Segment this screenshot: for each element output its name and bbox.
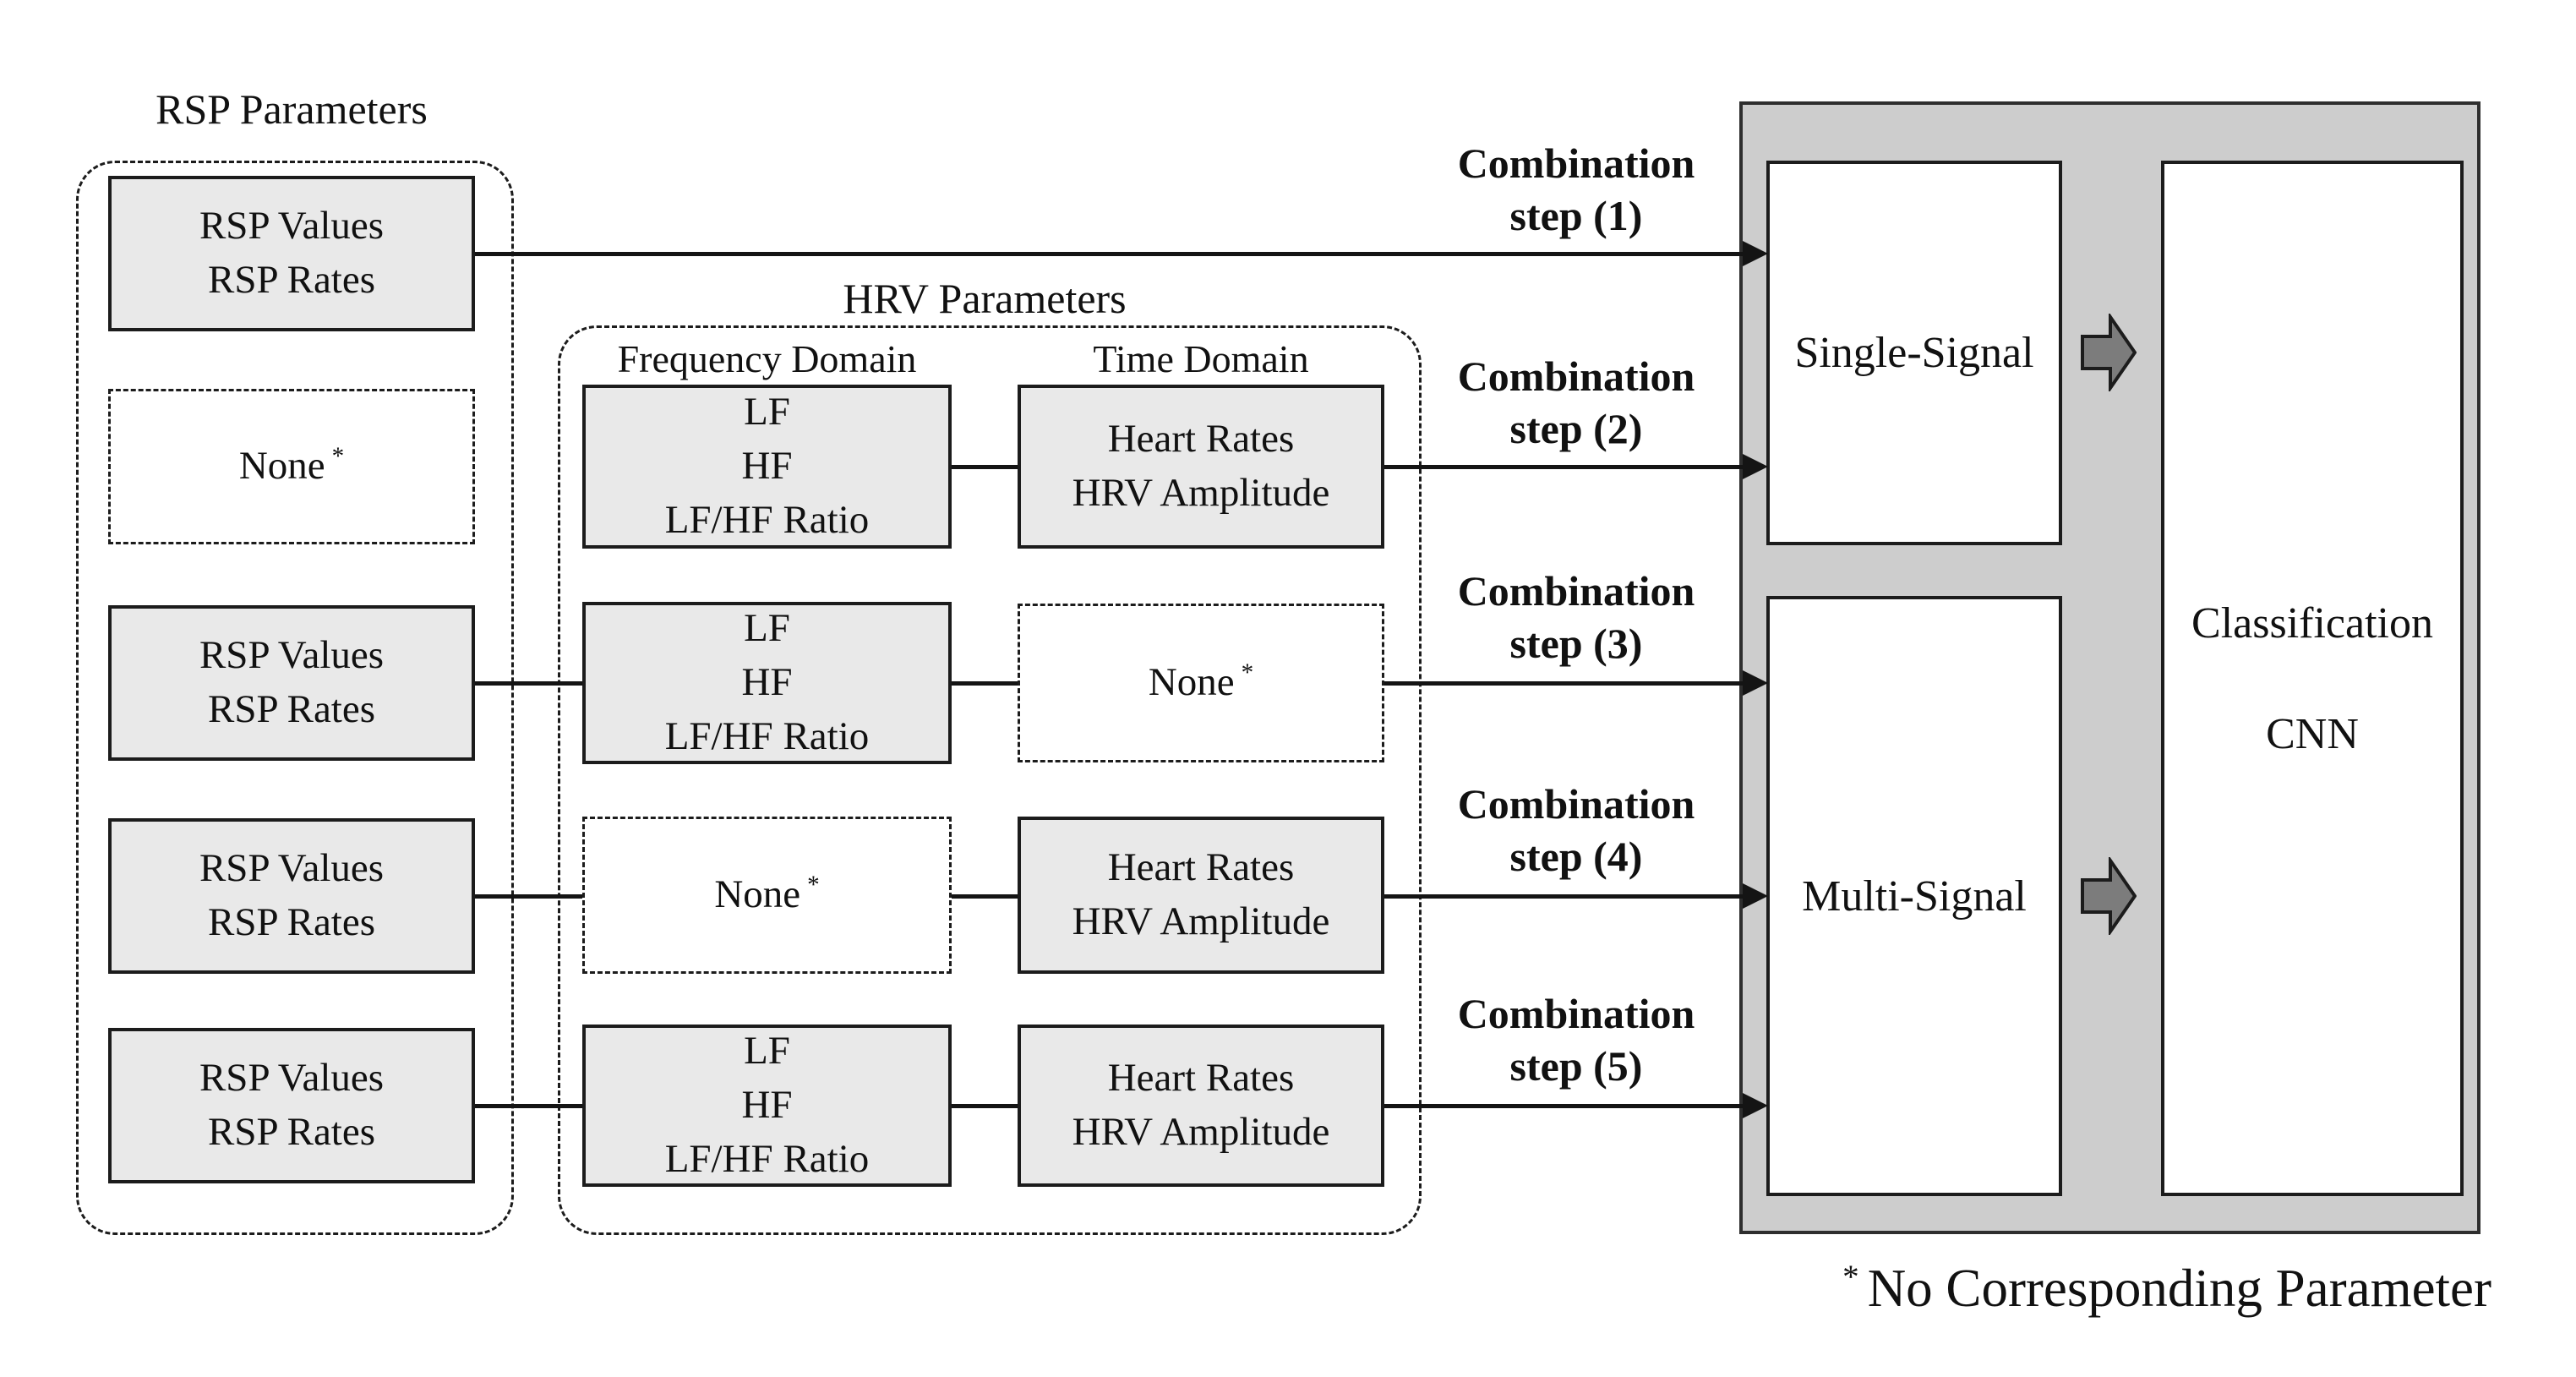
combination-step-5-line2: step (5) — [1509, 1042, 1643, 1090]
rsp-none-row2-text: None* — [238, 443, 345, 489]
combination-step-2-line2: step (2) — [1509, 405, 1643, 452]
hrv-parameters-title: HRV Parameters — [843, 275, 1127, 322]
time-box-row4-line2: HRV Amplitude — [1072, 899, 1330, 943]
rsp-box-row5-line1: RSP Values — [199, 1056, 385, 1101]
block-arrow-multi-icon — [2081, 857, 2137, 935]
hrv-parameters-container — [558, 325, 1422, 1235]
time-box-row4: Heart Rates HRV Amplitude — [1018, 817, 1384, 974]
freq-box-row5-line3: LF/HF Ratio — [664, 1136, 870, 1181]
multi-signal-box: Multi-Signal — [1766, 596, 2062, 1196]
combination-step-5-line1: Combination — [1457, 990, 1695, 1037]
rsp-box-row1-line1: RSP Values — [199, 204, 385, 249]
combination-step-1-line1: Combination — [1457, 139, 1695, 187]
rsp-box-row4: RSP Values RSP Rates — [108, 818, 475, 974]
rsp-none-box-row2: None* — [108, 389, 475, 544]
freq-box-row2-line3: LF/HF Ratio — [664, 497, 870, 542]
freq-none-box-row4: None* — [582, 817, 952, 974]
rsp-parameters-container — [76, 161, 514, 1235]
rsp-parameters-title: RSP Parameters — [156, 85, 428, 133]
arrowhead-step4-icon — [1743, 883, 1768, 909]
rsp-box-row4-line2: RSP Rates — [207, 900, 376, 944]
combination-step-4-line1: Combination — [1457, 780, 1695, 828]
combination-step-2-line1: Combination — [1457, 352, 1695, 400]
rsp-box-row3: RSP Values RSP Rates — [108, 605, 475, 761]
combination-step-4-line2: step (4) — [1509, 833, 1643, 880]
rsp-box-row5: RSP Values RSP Rates — [108, 1028, 475, 1183]
freq-none-row4-asterisk: * — [807, 872, 820, 899]
footnote-asterisk: * — [1842, 1259, 1859, 1295]
footnote: *No Corresponding Parameter — [1842, 1258, 2491, 1320]
time-none-box-row3: None* — [1018, 604, 1384, 762]
combination-step-3-label: Combination step (3) — [1386, 565, 1766, 669]
rsp-box-row1-line2: RSP Rates — [207, 258, 376, 302]
time-box-row4-line1: Heart Rates — [1107, 845, 1295, 890]
combination-step-2-label: Combination step (2) — [1386, 350, 1766, 455]
arrowhead-step1-icon — [1743, 241, 1768, 266]
time-none-row3-asterisk: * — [1241, 659, 1254, 687]
combination-step-5-label: Combination step (5) — [1386, 987, 1766, 1092]
freq-box-row5-line2: HF — [741, 1083, 793, 1128]
combination-step-1-line2: step (1) — [1509, 192, 1643, 239]
combination-step-4-label: Combination step (4) — [1386, 778, 1766, 882]
combination-step-1-label: Combination step (1) — [1386, 137, 1766, 242]
time-box-row5: Heart Rates HRV Amplitude — [1018, 1025, 1384, 1187]
freq-box-row5-line1: LF — [744, 1029, 790, 1074]
freq-box-row2-line1: LF — [744, 390, 790, 434]
classification-box: Classification CNN — [2161, 161, 2464, 1196]
rsp-box-row4-line1: RSP Values — [199, 846, 385, 891]
time-none-row3-text: None* — [1148, 659, 1254, 705]
time-domain-label: Time Domain — [1093, 337, 1309, 380]
single-signal-box: Single-Signal — [1766, 161, 2062, 545]
freq-box-row3-line2: HF — [741, 660, 793, 705]
freq-box-row2-line2: HF — [741, 444, 793, 489]
freq-box-row3-line3: LF/HF Ratio — [664, 713, 870, 758]
block-arrow-single-icon — [2081, 314, 2137, 391]
freq-box-row3-line1: LF — [744, 606, 790, 651]
single-signal-label: Single-Signal — [1794, 329, 2034, 377]
connector-line-step1 — [470, 252, 1749, 256]
arrowhead-step5-icon — [1743, 1093, 1768, 1118]
rsp-none-row2-asterisk: * — [331, 443, 345, 471]
freq-none-row4-text: None* — [714, 872, 820, 917]
time-box-row2-line1: Heart Rates — [1107, 417, 1295, 462]
multi-signal-label: Multi-Signal — [1802, 872, 2027, 921]
frequency-domain-label: Frequency Domain — [617, 337, 917, 380]
rsp-box-row5-line2: RSP Rates — [207, 1110, 376, 1154]
rsp-box-row3-line1: RSP Values — [199, 633, 385, 678]
time-box-row5-line2: HRV Amplitude — [1072, 1110, 1330, 1154]
time-box-row2-line2: HRV Amplitude — [1072, 471, 1330, 515]
freq-box-row5: LF HF LF/HF Ratio — [582, 1025, 952, 1187]
freq-box-row3: LF HF LF/HF Ratio — [582, 602, 952, 764]
cnn-label: CNN — [2266, 709, 2359, 758]
classification-label: Classification — [2191, 598, 2433, 648]
freq-box-row2: LF HF LF/HF Ratio — [582, 385, 952, 549]
arrowhead-step2-icon — [1743, 454, 1768, 479]
combination-step-3-line2: step (3) — [1509, 620, 1643, 667]
rsp-box-row3-line2: RSP Rates — [207, 687, 376, 731]
combination-step-3-line1: Combination — [1457, 567, 1695, 615]
arrowhead-step3-icon — [1743, 670, 1768, 696]
time-box-row2: Heart Rates HRV Amplitude — [1018, 385, 1384, 549]
footnote-text: No Corresponding Parameter — [1867, 1259, 2491, 1318]
time-box-row5-line1: Heart Rates — [1107, 1056, 1295, 1101]
rsp-box-row1: RSP Values RSP Rates — [108, 176, 475, 331]
